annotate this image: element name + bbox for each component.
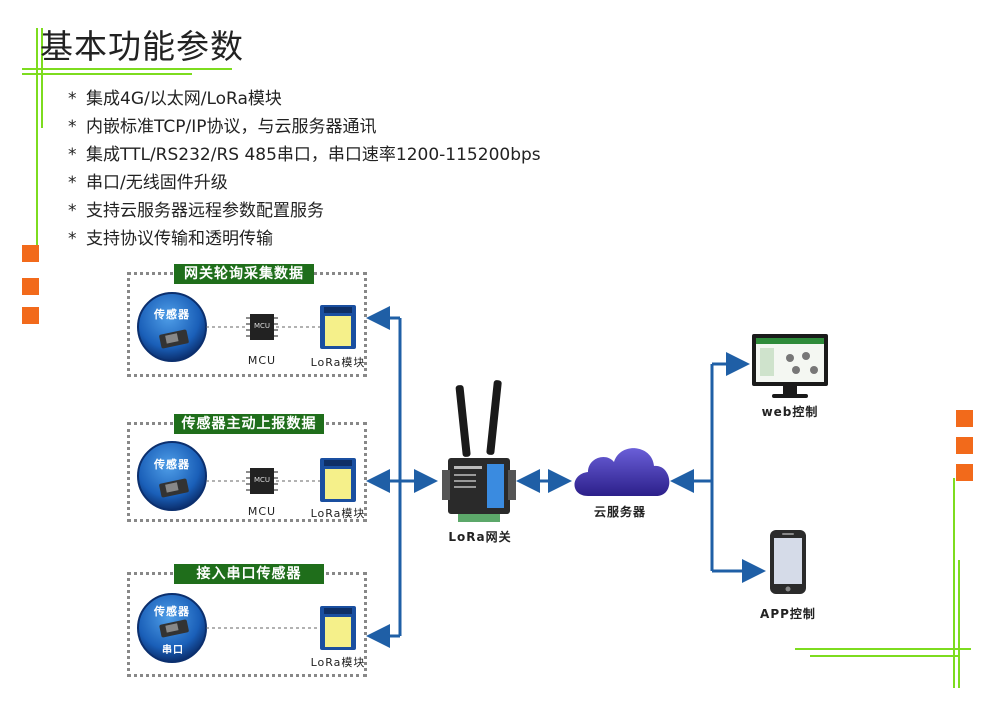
monitor-icon: [752, 334, 828, 398]
lora-module-2: [320, 458, 356, 502]
phone-icon: [770, 530, 806, 594]
lora-module-3: [320, 606, 356, 650]
deco-line-bot-v2: [958, 560, 960, 688]
sensor-label-2: 传感器: [154, 458, 190, 471]
sensor-label-1: 传感器: [154, 308, 190, 321]
group-header-report: 传感器主动上报数据: [174, 414, 324, 434]
page-title: 基本功能参数: [40, 27, 244, 66]
app-control-label: APP控制: [760, 607, 816, 621]
deco-line-bot-v1: [953, 478, 955, 688]
feature-item: *集成4G/以太网/LoRa模块: [68, 89, 282, 109]
feature-item: *串口/无线固件升级: [68, 173, 228, 193]
deco-line-bot-h1: [795, 648, 971, 650]
group-header-polling: 网关轮询采集数据: [174, 264, 314, 284]
mcu-label-1: MCU: [247, 354, 277, 367]
deco-line-top-h1: [22, 68, 232, 70]
mcu-chip-2: [246, 468, 278, 494]
sensor-device-1: [137, 292, 207, 362]
deco-square: [956, 410, 973, 427]
deco-line-top-h2: [22, 73, 192, 75]
feature-item: *内嵌标准TCP/IP协议，与云服务器通讯: [68, 117, 377, 137]
cloud-icon: [574, 448, 670, 496]
feature-item: *支持云服务器远程参数配置服务: [68, 201, 324, 221]
sensor-label-3: 传感器: [154, 605, 190, 618]
cloud-label: 云服务器: [593, 505, 646, 519]
sensor-serial-label: 串口: [162, 645, 184, 656]
deco-square: [956, 464, 973, 481]
deco-line-top-v2: [41, 28, 43, 128]
deco-square: [956, 437, 973, 454]
lora-gateway-device: [442, 380, 516, 522]
lora-label-1: LoRa模块: [310, 356, 366, 369]
mcu-chip-text-2: MCU: [253, 476, 271, 484]
gateway-label: LoRa网关: [448, 530, 512, 544]
lora-label-3: LoRa模块: [310, 656, 366, 669]
feature-item: *支持协议传输和透明传输: [68, 229, 273, 249]
mcu-chip-1: [246, 314, 278, 340]
deco-line-bot-h2: [810, 655, 960, 657]
lora-label-2: LoRa模块: [310, 507, 366, 520]
mcu-label-2: MCU: [247, 505, 277, 518]
group-header-serial: 接入串口传感器: [174, 564, 324, 584]
deco-line-top-v1: [36, 28, 38, 256]
feature-item: *集成TTL/RS232/RS 485串口，串口速率1200-115200bps: [68, 145, 541, 165]
deco-square: [22, 278, 39, 295]
lora-bus: [366, 306, 438, 648]
mcu-chip-text-1: MCU: [253, 322, 271, 330]
deco-square: [22, 245, 39, 262]
sensor-device-2: [137, 441, 207, 511]
lora-module-1: [320, 305, 356, 349]
deco-square: [22, 307, 39, 324]
web-control-label: web控制: [761, 405, 819, 419]
cloud-client-bus: [670, 352, 766, 583]
